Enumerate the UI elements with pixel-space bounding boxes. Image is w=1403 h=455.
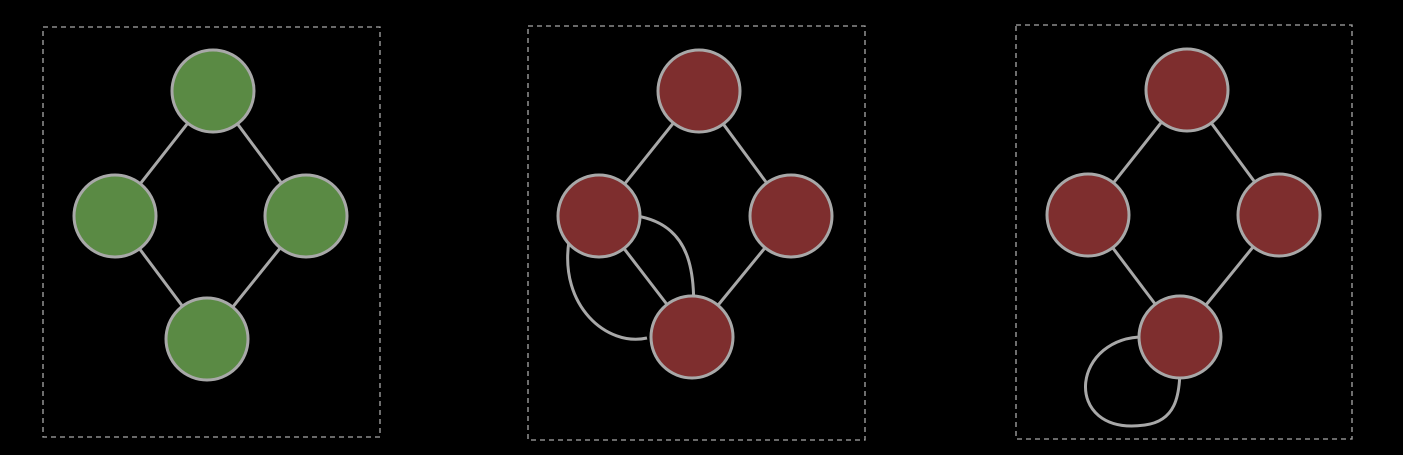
panel-border [42, 26, 381, 438]
node-top [656, 48, 742, 134]
node-right [1236, 172, 1322, 258]
node-left [72, 173, 158, 259]
node-right [263, 173, 349, 259]
node-right [748, 173, 834, 259]
parallel-edge-outer [566, 240, 648, 341]
self-loop-edge [1084, 335, 1182, 428]
panel-border [1015, 24, 1353, 440]
node-left [556, 173, 642, 259]
node-top [170, 48, 256, 134]
node-top [1144, 47, 1230, 133]
panel-border [527, 25, 866, 441]
node-left [1045, 172, 1131, 258]
node-bottom [164, 296, 250, 382]
panel-multi-edge [527, 25, 866, 441]
node-bottom [649, 294, 735, 380]
node-bottom [1137, 294, 1223, 380]
panel-self-loop [1015, 24, 1353, 440]
panel-simple-graph [42, 26, 381, 438]
